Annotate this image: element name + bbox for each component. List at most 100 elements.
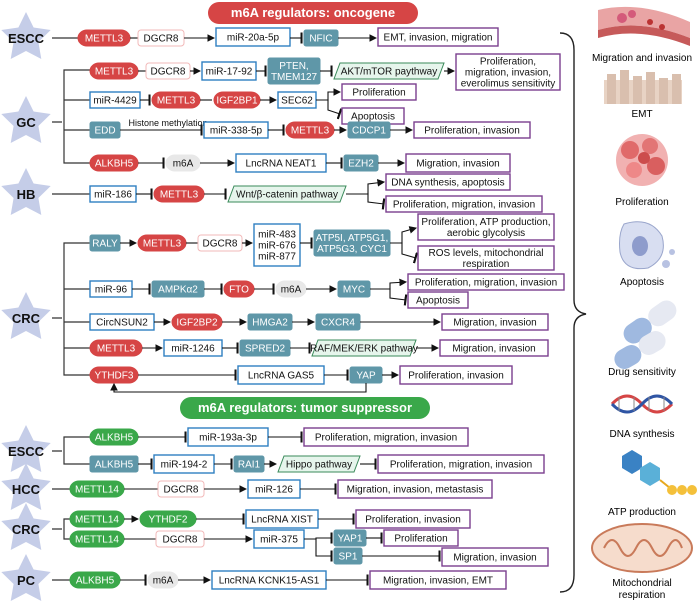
r2_out1-label: Proliferation, bbox=[480, 57, 536, 68]
r2_mir-label: miR-17-92 bbox=[206, 67, 253, 78]
r14_dgcr8-label: DGCR8 bbox=[163, 485, 198, 496]
r13_hippo-label: Hippo pathway bbox=[286, 460, 352, 471]
r11-feedback-edge bbox=[110, 382, 367, 393]
r6_wnt-box bbox=[227, 185, 347, 203]
r3_prolif-label: Proliferation bbox=[352, 88, 405, 99]
r5_out-label: Migration, invasion bbox=[416, 159, 499, 170]
r16_out1-box bbox=[383, 529, 459, 547]
phenotype-mito-line2: respiration bbox=[619, 590, 666, 601]
oncogene-header bbox=[208, 2, 418, 24]
r10_out-label: Migration, invasion bbox=[452, 344, 535, 355]
dna-icon bbox=[610, 394, 674, 414]
phenotype-drug: Drug sensitivity bbox=[608, 367, 676, 378]
r1_nfic-label: NFIC bbox=[309, 34, 332, 45]
edge bbox=[304, 538, 333, 562]
suppressor-header-text: m6A regulators: tumor suppressor bbox=[198, 400, 412, 415]
cancer-star-crc2 bbox=[1, 503, 51, 550]
phenotype-migration: Migration and invasion bbox=[592, 53, 692, 64]
r14_out-label: Migration, invasion, metastasis bbox=[347, 485, 484, 496]
edge bbox=[316, 99, 343, 120]
cancer-label-crc2: CRC bbox=[12, 522, 41, 537]
cancer-star-crc1 bbox=[1, 292, 51, 339]
edge bbox=[370, 278, 408, 290]
r7_dgcr8-label: DGCR8 bbox=[202, 239, 237, 250]
r8_out1-label: Proliferation, migration, invasion bbox=[415, 278, 557, 289]
r3_sec-label: SEC62 bbox=[281, 96, 313, 107]
r7_atp2-label: ATP5G3, CYC1 bbox=[317, 244, 387, 255]
r14_mettl14-label: METTL14 bbox=[75, 485, 119, 496]
cancer-label-escc1: ESCC bbox=[8, 31, 45, 46]
r3_mir-label: miR-4429 bbox=[93, 96, 137, 107]
cancer-star-hb bbox=[1, 168, 51, 215]
r8_ampk-label: AMPKα2 bbox=[158, 285, 198, 296]
r11_out-box bbox=[399, 365, 513, 385]
r9_circ-label: CircNSUN2 bbox=[96, 318, 148, 329]
r15_out-label: Proliferation, invasion bbox=[365, 515, 461, 526]
r15_out-box bbox=[355, 509, 471, 529]
r7_mir1-label: miR-483 bbox=[258, 230, 296, 241]
r7_out1-box bbox=[417, 213, 555, 241]
r2_out3-label: everolimus sensitivity bbox=[461, 79, 555, 90]
cancer-star-hcc bbox=[1, 463, 51, 510]
r9_out-label: Migration, invasion bbox=[453, 318, 536, 329]
r7_mir-box bbox=[253, 223, 301, 267]
r2_akt-label: AKT/mTOR paythway bbox=[341, 67, 438, 78]
phenotype-atp: ATP production bbox=[608, 507, 676, 518]
r10_mir-label: miR-1246 bbox=[171, 344, 215, 355]
phenotype-dna: DNA synthesis bbox=[609, 429, 674, 440]
r1_mettl3-label: METTL3 bbox=[85, 34, 124, 45]
r12_out-label: Proliferation, migration, invasion bbox=[315, 433, 457, 444]
r16_out1-label: Proliferation bbox=[394, 534, 447, 545]
r10_out-box bbox=[439, 339, 549, 357]
r7_mettl3-label: METTL3 bbox=[143, 239, 182, 250]
r10_spred-label: SPRED2 bbox=[245, 344, 285, 355]
r5_alkbh5-label: ALKBH5 bbox=[95, 159, 134, 170]
r5_lnc-label: LncRNA NEAT1 bbox=[246, 159, 317, 170]
r17_lnc-label: LncRNA KCNK15-AS1 bbox=[219, 576, 320, 587]
r16_out2-box bbox=[441, 547, 549, 567]
r15_lnc-label: LncRNA XIST bbox=[251, 515, 313, 526]
cancer-label-hcc: HCC bbox=[12, 482, 41, 497]
edge bbox=[346, 178, 386, 195]
r17_alkbh5-label: ALKBH5 bbox=[76, 576, 115, 587]
r7_out2a-label: ROS levels, mitochondrial bbox=[428, 248, 543, 259]
r16_sp1-label: SP1 bbox=[339, 552, 358, 563]
r5_out-box bbox=[405, 153, 511, 173]
cancer-label-escc2: ESCC bbox=[8, 444, 45, 459]
r4_note-label: Histone methylation bbox=[128, 118, 207, 128]
r7_raly-label: RALY bbox=[92, 239, 118, 250]
edge bbox=[390, 242, 419, 264]
r14_mir-label: miR-126 bbox=[255, 485, 293, 496]
r4_mir-label: miR-338-5p bbox=[210, 126, 263, 137]
r2_dgcr8-label: DGCR8 bbox=[150, 67, 185, 78]
r16_dgcr8-label: DGCR8 bbox=[162, 535, 197, 546]
cancer-star-gc bbox=[1, 96, 51, 143]
r8_out1-box bbox=[407, 273, 565, 291]
phenotype-proliferation: Proliferation bbox=[615, 197, 668, 208]
r6_out1-box bbox=[385, 173, 511, 191]
emt-icon bbox=[604, 70, 682, 104]
r13_alkbh5-label: ALKBH5 bbox=[95, 460, 134, 471]
cell-cluster-icon bbox=[616, 134, 668, 186]
r15_ythdf2-label: YTHDF2 bbox=[149, 515, 188, 526]
r16_out2-label: Migration, invasion bbox=[453, 553, 536, 564]
r2_akt-box bbox=[333, 62, 445, 80]
suppressor-header bbox=[180, 397, 430, 419]
r8_out2-label: Apoptosis bbox=[416, 296, 460, 307]
r13_rai-label: RAI1 bbox=[238, 460, 261, 471]
r2_out2-label: migration, invasion, bbox=[465, 68, 551, 79]
r4_out-label: Proliferation, invasion bbox=[424, 126, 520, 137]
r14_out-box bbox=[337, 479, 493, 499]
r2_pten1-label: PTEN, bbox=[279, 61, 308, 72]
apoptosis-cell-icon bbox=[619, 221, 675, 270]
r6_out1-label: DNA synthesis, apoptosis bbox=[391, 178, 504, 189]
r2_out-box bbox=[455, 53, 561, 91]
oncogene-header-text: m6A regulators: oncogene bbox=[231, 5, 395, 20]
r13_out-box bbox=[377, 454, 545, 474]
r6_mettl3-label: METTL3 bbox=[160, 190, 199, 201]
r7_out2-box bbox=[417, 245, 555, 271]
r17_out-box bbox=[369, 570, 507, 590]
r13_hippo-box bbox=[277, 455, 361, 473]
r7_mir2-label: miR-676 bbox=[258, 241, 296, 252]
